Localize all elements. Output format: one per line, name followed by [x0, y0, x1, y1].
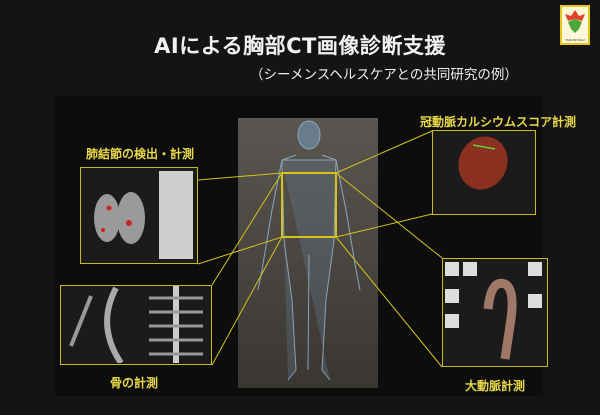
heart-render-icon: [458, 136, 508, 190]
slide-subtitle: （シーメンスヘルスケアとの共同研究の例）: [250, 67, 518, 83]
tokushukai-logo: TOKUSHUKAI: [560, 5, 590, 45]
coronary-calcium-image: [432, 130, 536, 215]
coronary-calcium-label: 冠動脈カルシウムスコア計測: [420, 115, 577, 129]
logo-text: TOKUSHUKAI: [565, 38, 585, 42]
chest-region-box: [281, 172, 337, 238]
aorta-render-icon: [445, 262, 542, 360]
aorta-measurement-image: [442, 258, 548, 367]
bone-measurement-image: [60, 285, 212, 365]
aorta-measurement-label: 大動脈計測: [465, 379, 526, 393]
lung-nodule-label: 肺結節の検出・計測: [86, 147, 195, 161]
lung-render-icon: [94, 171, 193, 259]
wireframe-human-body: [257, 120, 361, 381]
slide-title: AIによる胸部CT画像診断支援: [154, 34, 446, 58]
lung-nodule-image: [80, 167, 198, 264]
bone-measurement-label: 骨の計測: [110, 376, 159, 390]
connector-lines: [197, 130, 443, 368]
logo-leaf-icon: [565, 10, 585, 33]
spine-render-icon: [69, 286, 203, 363]
